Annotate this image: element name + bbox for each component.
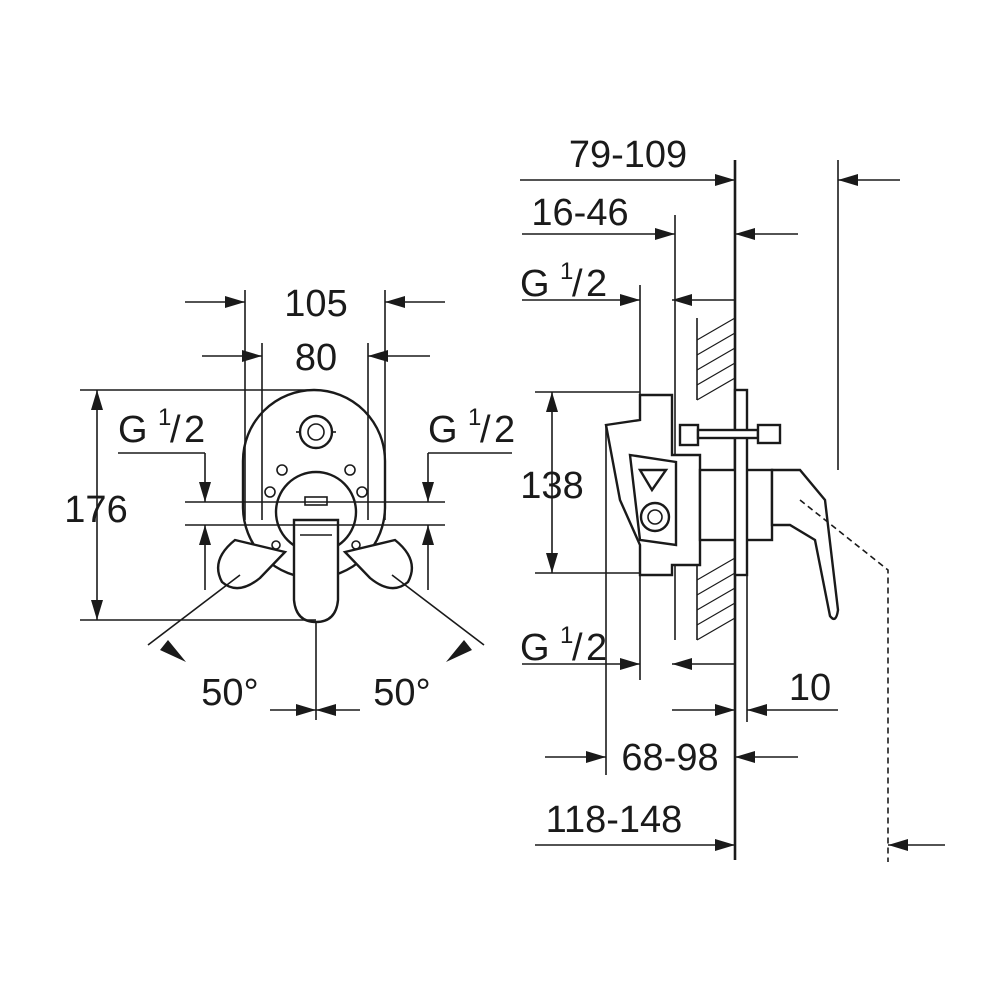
svg-text:G: G (118, 409, 148, 451)
svg-text:/: / (572, 263, 583, 305)
dim-overall-depth: 118-148 (546, 799, 683, 841)
diverter-knob (296, 414, 336, 450)
dim-total-depth: 79-109 (569, 134, 687, 176)
dim-height: 176 (64, 489, 127, 531)
valve-body (604, 388, 782, 577)
svg-text:1: 1 (560, 258, 573, 285)
connection-label-top: G 1 / 2 (520, 258, 607, 305)
side-handle (770, 160, 889, 862)
side-view: 79-109 16-46 G 1 / 2 138 G (520, 134, 945, 862)
svg-text:/: / (480, 409, 491, 451)
svg-text:/: / (572, 627, 583, 669)
angle-right: 50° (373, 672, 430, 714)
dim-side-height: 138 (520, 465, 583, 507)
dim-width-outer: 105 (284, 283, 347, 325)
dim-wall-depth: 16-46 (531, 192, 628, 234)
handle-rotation-left (217, 538, 288, 590)
svg-text:2: 2 (184, 409, 205, 451)
svg-text:2: 2 (586, 627, 607, 669)
dim-width-inner: 80 (295, 337, 337, 379)
connection-label-right: G 1 / 2 (428, 404, 515, 451)
connection-label-bottom: G 1 / 2 (520, 622, 607, 669)
svg-text:2: 2 (494, 409, 515, 451)
svg-text:G: G (520, 263, 550, 305)
svg-text:/: / (170, 409, 181, 451)
mounting-marks (264, 464, 368, 550)
svg-text:G: G (520, 627, 550, 669)
svg-text:1: 1 (468, 404, 481, 431)
angle-left: 50° (201, 672, 258, 714)
dim-plate: 10 (789, 667, 831, 709)
handle-rotation-right (342, 538, 413, 590)
connection-label-left: G 1 / 2 (118, 404, 205, 451)
svg-text:G: G (428, 409, 458, 451)
dim-body-depth: 68-98 (621, 737, 718, 779)
svg-text:2: 2 (586, 263, 607, 305)
front-view: 105 80 176 G 1 / 2 (64, 283, 515, 720)
svg-text:1: 1 (158, 404, 171, 431)
svg-text:1: 1 (560, 622, 573, 649)
